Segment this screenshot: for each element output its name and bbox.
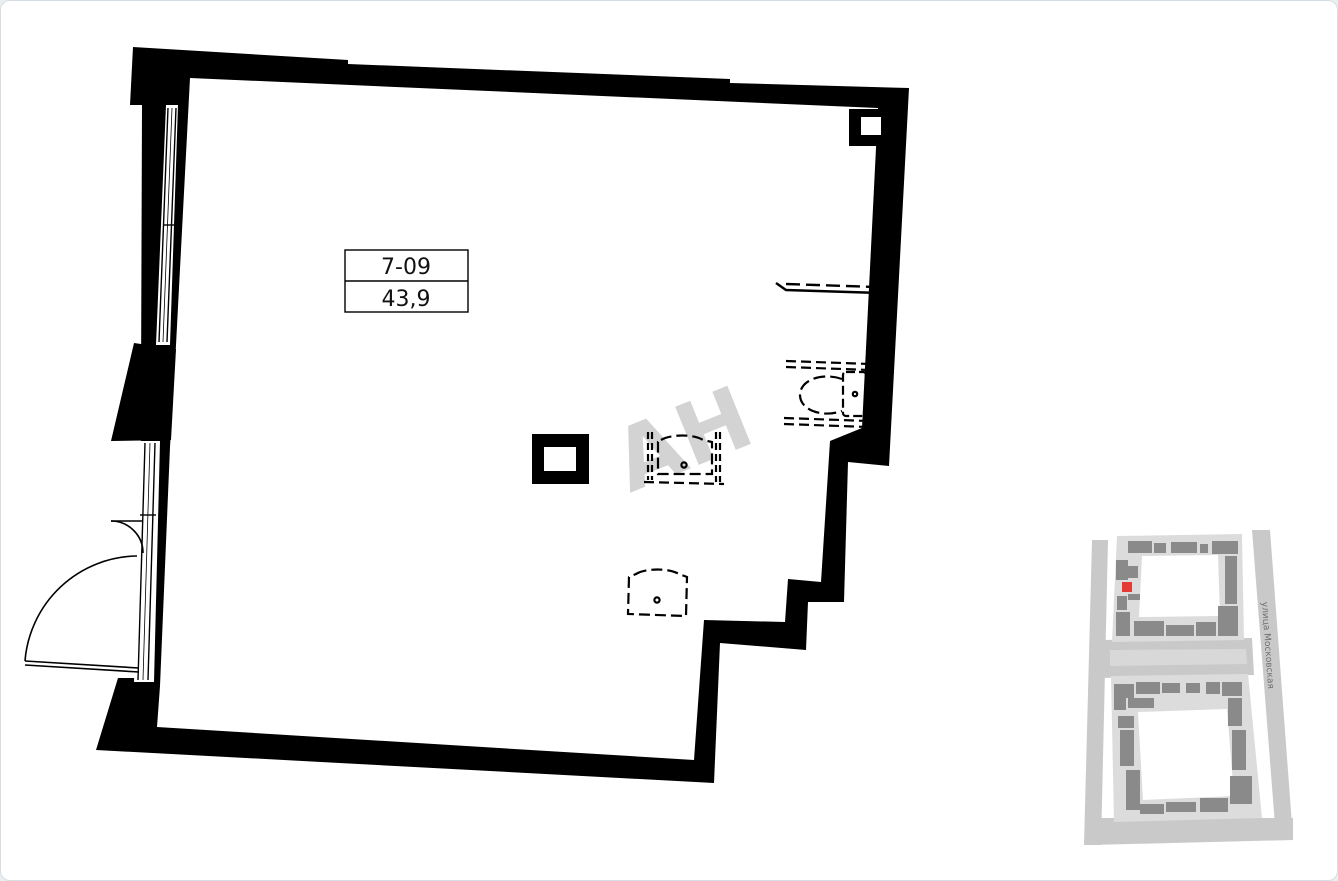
sink-fixture-2 xyxy=(626,568,689,618)
outer-walls xyxy=(96,47,909,783)
site-road xyxy=(1084,540,1108,845)
sink-fixture-1 xyxy=(643,432,725,486)
unit-area: 43,9 xyxy=(382,287,431,312)
toilet-fixture xyxy=(783,359,871,429)
site-road xyxy=(1252,530,1293,838)
site-courtyard-strip xyxy=(1110,649,1247,666)
wall-pier xyxy=(111,343,176,441)
site-building xyxy=(1128,594,1140,600)
site-map: улица Московская xyxy=(1084,530,1293,845)
window-upper xyxy=(156,105,178,345)
site-buildings-lower xyxy=(1114,682,1252,814)
site-highlight-unit xyxy=(1122,582,1132,592)
column xyxy=(532,434,589,484)
window-lower xyxy=(134,441,160,682)
watermark-logo: AH xyxy=(600,368,766,513)
site-block-lower xyxy=(1111,674,1262,822)
site-buildings-upper xyxy=(1116,541,1238,636)
entrance-door xyxy=(24,520,144,673)
site-road xyxy=(1090,818,1293,845)
corner-shaft xyxy=(849,109,886,146)
unit-label: 7-09 43,9 xyxy=(344,249,469,313)
dashed-partition xyxy=(775,282,881,295)
unit-number: 7-09 xyxy=(381,255,431,280)
